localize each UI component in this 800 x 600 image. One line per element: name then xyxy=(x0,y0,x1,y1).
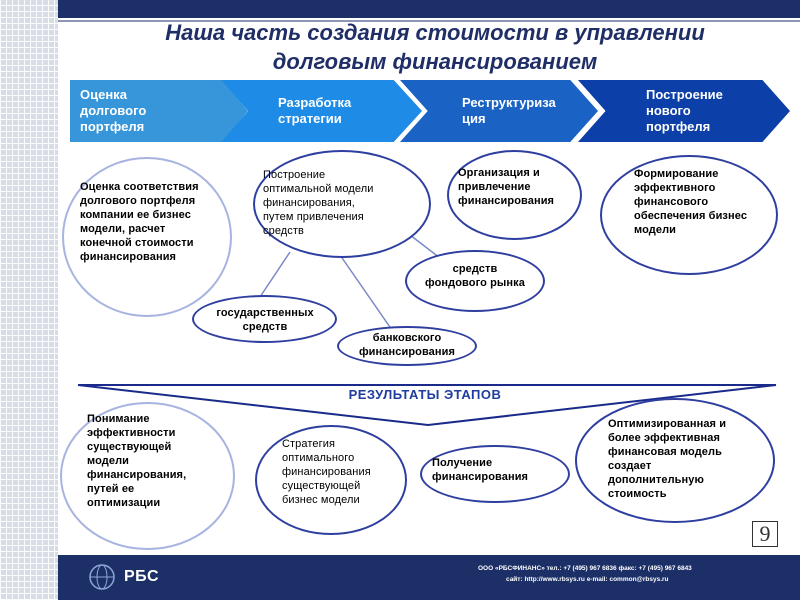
state-funds-text: государственных средств xyxy=(216,307,314,333)
footer-contacts-line-1: ООО «РБСФИНАНС» тел.: +7 (495) 967 6836 … xyxy=(478,565,692,572)
assessment-text: Оценка соответствия долгового портфеля к… xyxy=(80,181,199,263)
footer-contacts-line-2: сайт: http://www.rbsys.ru e-mail: common… xyxy=(506,576,669,583)
bank-funds-text: банковского финансирования xyxy=(358,332,456,358)
understanding-text: Понимание эффективности существующей мод… xyxy=(87,413,187,509)
funding-oval xyxy=(420,445,570,503)
connector-to-stock-funds xyxy=(409,234,441,259)
organization-text: Организация и привлечение финансирования xyxy=(458,167,555,207)
results-label: РЕЗУЛЬТАТЫ ЭТАПОВ xyxy=(348,387,502,402)
footer-contacts: ООО «РБСФИНАНС» тел.: +7 (495) 967 6836 … xyxy=(478,563,778,585)
globe-icon xyxy=(89,564,115,590)
stock-funds-text: средств фондового рынка xyxy=(425,263,525,289)
stage-restructuring: Реструктуриза ция xyxy=(400,80,598,142)
stage-strategy: Разработка стратегии xyxy=(220,80,422,142)
stock-funds-oval xyxy=(405,250,545,312)
stage-label: Оценка долгового портфеля xyxy=(80,87,147,134)
stage-label: Разработка стратегии xyxy=(278,95,352,126)
left-decorative-strip xyxy=(0,0,58,600)
optimal-model-text: Построение оптимальной модели финансиров… xyxy=(263,169,374,237)
footer-bar xyxy=(58,555,800,600)
state-funds-oval xyxy=(192,295,337,343)
optimized-oval xyxy=(575,398,775,523)
formation-text: Формирование эффективного финансового об… xyxy=(634,168,748,236)
results-banner xyxy=(78,384,777,427)
page-title: Наша часть создания стоимости в управлен… xyxy=(90,18,780,76)
title-line-2: долговым финансированием xyxy=(272,49,598,74)
connector-to-bank-funds xyxy=(339,254,393,331)
connector-to-state-funds xyxy=(257,251,291,301)
assessment-oval xyxy=(62,157,232,317)
stage-assessment: Оценка долгового портфеля xyxy=(70,80,248,142)
stage-label: Построение нового портфеля xyxy=(646,87,723,134)
bank-funds-oval xyxy=(337,326,477,366)
optimal-model-oval xyxy=(253,150,431,258)
footer-logo: РБС xyxy=(88,560,159,594)
optimized-text: Оптимизированная и более эффективная фин… xyxy=(608,418,727,500)
top-bar xyxy=(58,0,800,22)
funding-text: Получение финансирования xyxy=(432,457,529,483)
organization-oval xyxy=(447,150,582,240)
understanding-oval xyxy=(60,402,235,550)
title-line-1: Наша часть создания стоимости в управлен… xyxy=(165,20,705,45)
stage-new-portfolio: Построение нового портфеля xyxy=(578,80,790,142)
page-number: 9 xyxy=(752,521,778,547)
formation-oval xyxy=(600,155,778,275)
strategy-oval xyxy=(255,425,407,535)
logo-text: РБС xyxy=(124,568,160,585)
strategy-text: Стратегия оптимального финансирования су… xyxy=(282,438,371,506)
stage-label: Реструктуриза ция xyxy=(462,95,556,126)
